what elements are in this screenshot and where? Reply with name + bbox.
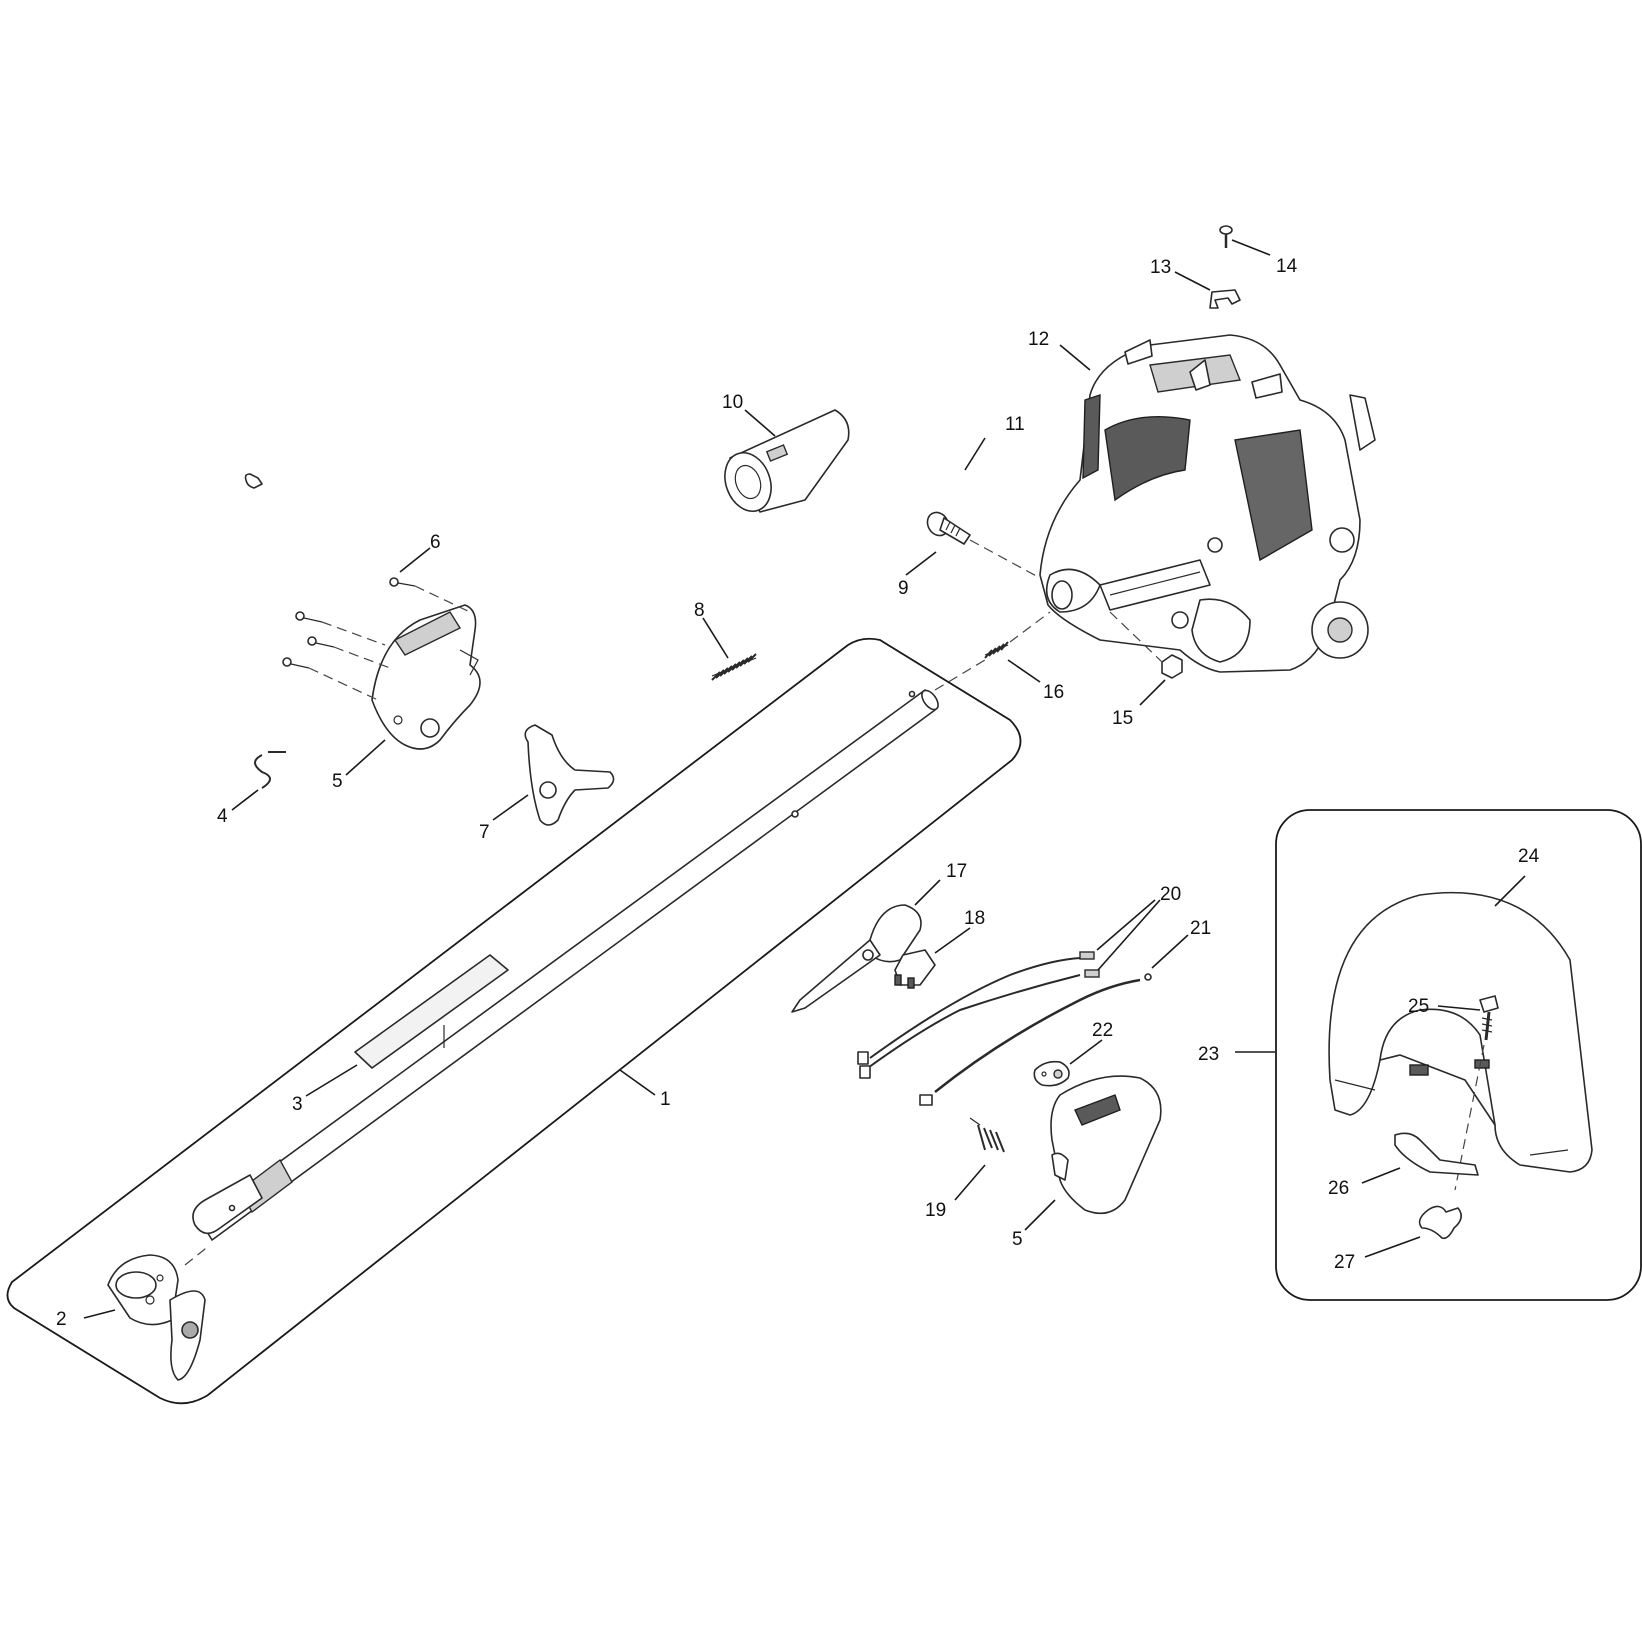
bolt-11-shape: [244, 473, 263, 489]
callout-12: 12: [1028, 329, 1049, 350]
callout-8: 8: [694, 600, 705, 621]
screw-9: [926, 511, 971, 545]
shaft-sleeve: [724, 409, 850, 513]
shaft-group-outline: [6, 637, 1022, 1405]
callout-17: 17: [946, 861, 967, 882]
callout-10: 10: [722, 392, 743, 413]
callout-5-lower: 5: [1012, 1229, 1023, 1250]
callout-4: 4: [217, 806, 228, 827]
callout-1: 1: [660, 1089, 671, 1110]
leader-lines: [83, 239, 1526, 1319]
callout-20: 20: [1160, 884, 1181, 905]
callout-19: 19: [925, 1200, 946, 1221]
callout-15: 15: [1112, 708, 1133, 729]
callout-18: 18: [964, 908, 985, 929]
callout-9: 9: [898, 578, 909, 599]
throttle-cable: [919, 973, 1152, 1106]
gasket-22: [1033, 1060, 1070, 1087]
callout-labels: 1 2 3 4 5 6 7 8 9 10 11 12 13 14 15 16 1…: [56, 256, 1540, 1330]
callout-24: 24: [1518, 846, 1540, 867]
spring-8: [711, 653, 757, 681]
callout-14: 14: [1276, 256, 1298, 277]
callout-21: 21: [1190, 918, 1211, 939]
callout-16: 16: [1043, 682, 1064, 703]
callout-23: 23: [1198, 1044, 1219, 1065]
handle-bracket: [1394, 1132, 1479, 1176]
wing-nut: [1418, 1205, 1462, 1240]
engine-assembly: [1039, 334, 1376, 673]
handle-housing-lower: [1050, 1075, 1162, 1215]
inset-box: [1275, 809, 1642, 1301]
trigger-lockout: [524, 724, 615, 826]
callout-6: 6: [430, 532, 441, 553]
callout-3: 3: [292, 1094, 303, 1115]
loop-handle: [1328, 891, 1593, 1173]
callout-7: 7: [479, 822, 490, 843]
nut-15: [1161, 654, 1183, 679]
callout-27: 27: [1334, 1252, 1355, 1273]
retaining-clip: [254, 751, 286, 789]
callout-25: 25: [1408, 996, 1429, 1017]
spring-16: [984, 641, 1009, 659]
bracket-13: [1209, 289, 1241, 309]
torsion-spring-19: [969, 1117, 1005, 1153]
screws: [282, 577, 416, 669]
callout-13: 13: [1150, 257, 1171, 278]
callout-26: 26: [1328, 1178, 1349, 1199]
callout-2: 2: [56, 1309, 67, 1330]
callout-5-upper: 5: [332, 771, 343, 792]
throttle-trigger: [791, 904, 922, 1013]
stop-switch: [894, 949, 936, 989]
drive-shaft-tube: [192, 689, 939, 1241]
screw-14: [1219, 225, 1233, 248]
callout-11: 11: [1005, 414, 1025, 435]
wire-harness: [857, 951, 1100, 1079]
coupler-clamp: [107, 1254, 206, 1381]
decal-label: [354, 954, 509, 1069]
bolt-25: [1479, 995, 1499, 1041]
handle-housing-upper: [371, 604, 481, 750]
callout-22: 22: [1092, 1020, 1113, 1041]
